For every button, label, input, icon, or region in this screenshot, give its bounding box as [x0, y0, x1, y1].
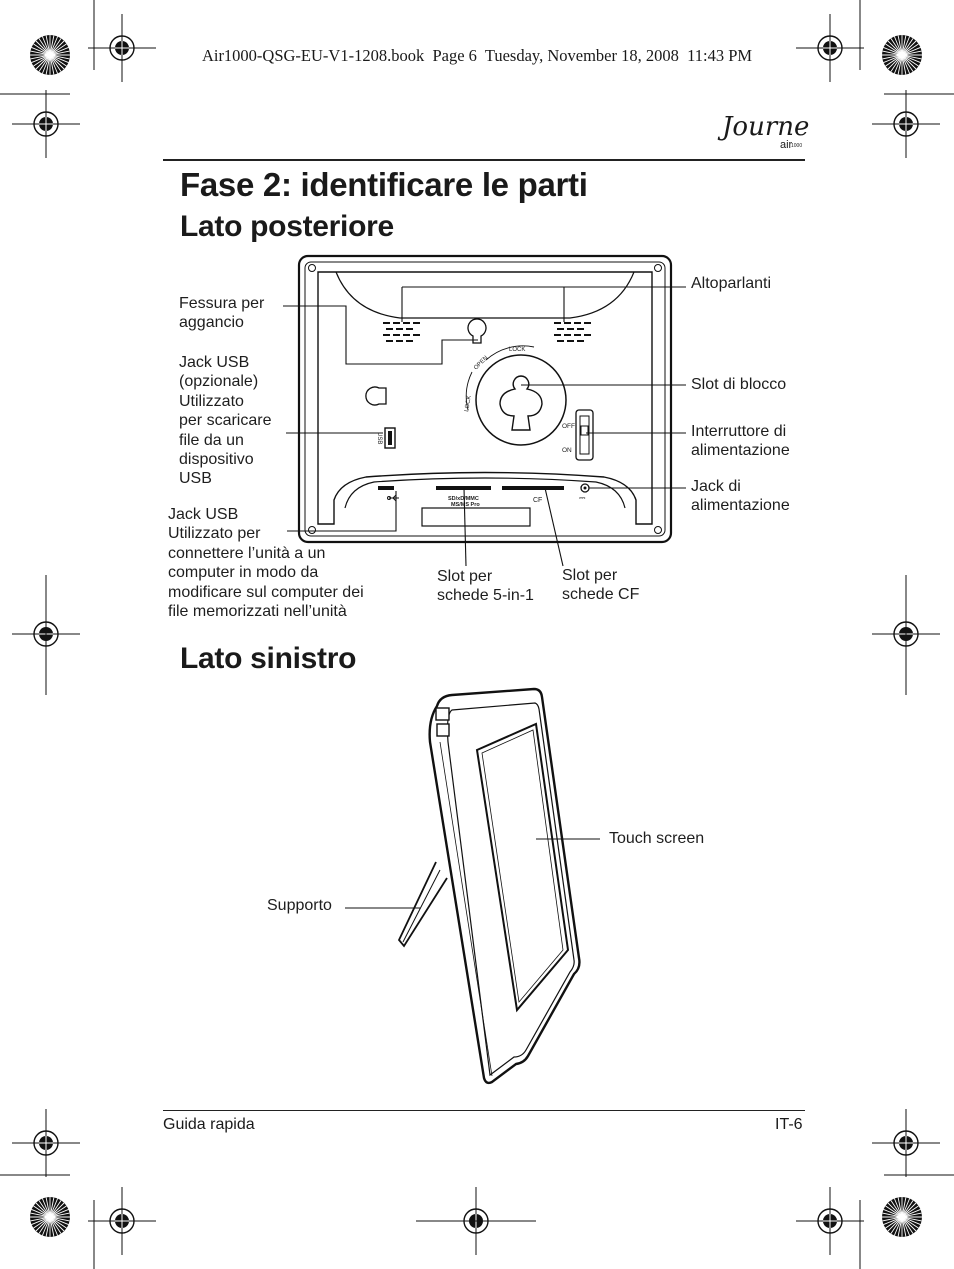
label-supporto: Supporto: [267, 897, 332, 914]
usb-port: [378, 486, 394, 490]
touch-screen: [475, 722, 570, 1013]
side-leader-lines: [345, 838, 600, 909]
speaker-grille-right: [554, 322, 591, 342]
usb-optional-port: [384, 427, 396, 449]
journe-logo: Journe: [722, 112, 810, 142]
frame-outer: [297, 254, 673, 544]
top-button-1: [435, 707, 450, 721]
inner-panel: [317, 271, 653, 525]
lock-top-text: LOCK: [509, 347, 525, 353]
card-slot-5in1: [436, 486, 491, 490]
logo-model: 1000: [791, 143, 803, 149]
hanging-slot-left: [365, 386, 387, 406]
label-plate: [421, 507, 531, 527]
page-title: Fase 2: identificare le parti: [180, 166, 588, 203]
top-button-2: [436, 723, 450, 737]
lock-dial: [475, 354, 567, 446]
label-slot-blocco: Slot di blocco: [691, 376, 787, 393]
off-text: OFF: [562, 423, 575, 430]
usb-symbol: [387, 494, 399, 502]
card-text-2: MS/MS Pro: [451, 502, 480, 508]
label-jack-usb-optional: Jack USB (opzionale) Utilizzato per scar…: [179, 354, 272, 488]
heading-back: Lato posteriore: [180, 210, 394, 243]
hanging-slot-top: [467, 318, 487, 344]
kickstand: [397, 861, 448, 948]
bottom-rule: [163, 1110, 805, 1111]
heading-left: Lato sinistro: [180, 642, 357, 675]
cf-slot: [502, 486, 564, 490]
lock-left-text: LOCK: [464, 395, 473, 412]
book-info-header: Air1000-QSG-EU-V1-1208.book Page 6 Tuesd…: [201, 46, 753, 65]
on-text: ON: [562, 447, 572, 454]
power-switch: [575, 409, 594, 461]
label-touch-screen: Touch screen: [609, 830, 705, 847]
lock-slot: [499, 375, 543, 431]
card-text-1: SD/xD/MMC: [448, 496, 479, 502]
top-rule: [163, 159, 805, 161]
footer-left: Guida rapida: [163, 1116, 255, 1133]
label-altoparlanti: Altoparlanti: [691, 275, 772, 292]
footer-page-number: IT-6: [775, 1116, 803, 1133]
corner-screws: [308, 264, 662, 534]
speaker-grille-left: [383, 322, 420, 342]
cf-text: CF: [533, 497, 542, 504]
usb-text: USB: [376, 432, 382, 444]
dc-text: ⎓: [579, 493, 586, 502]
leader-lines: [283, 286, 686, 567]
label-jack-usb: Jack USB Utilizzato per connettere l’uni…: [168, 506, 364, 621]
logo-air: air: [780, 139, 793, 151]
